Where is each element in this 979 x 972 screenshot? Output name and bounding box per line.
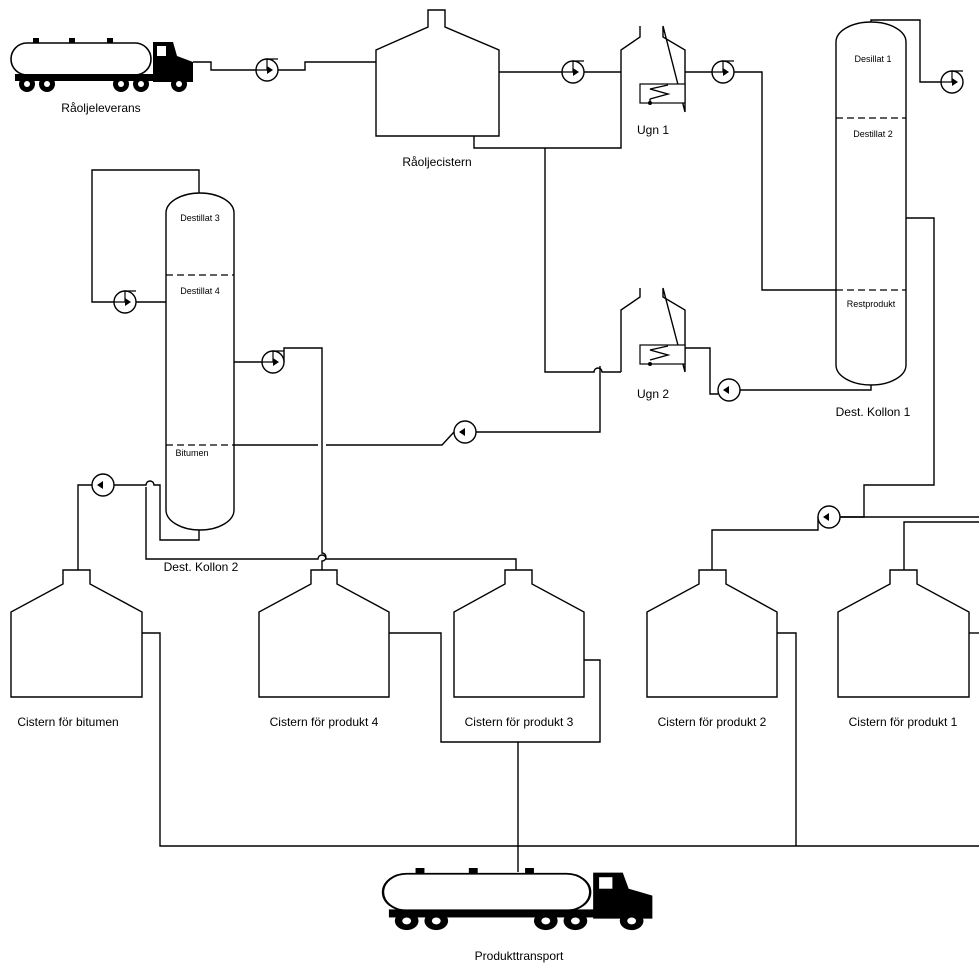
tank-product-4-label: Cistern för produkt 4 <box>270 715 379 729</box>
tank-product-2 <box>646 569 778 698</box>
pipes <box>77 19 979 872</box>
tank-bitumen <box>10 569 143 698</box>
crude-delivery-label: Råoljeleverans <box>61 101 140 115</box>
column-1-mid-label: Destillat 2 <box>853 129 893 139</box>
pump-icon <box>453 420 477 444</box>
product-transport-label: Produkttransport <box>475 949 564 963</box>
furnace-1 <box>620 25 686 113</box>
pump-icon <box>711 60 735 84</box>
column-2-top-label: Destillat 3 <box>180 213 220 223</box>
distillation-column-1 <box>835 21 907 386</box>
column-1-bottom-label: Restprodukt <box>847 299 896 309</box>
furnace-1-label: Ugn 1 <box>637 123 669 137</box>
tank-product-2-label: Cistern för produkt 2 <box>658 715 767 729</box>
tank-bitumen-label: Cistern för bitumen <box>17 715 118 729</box>
tank-product-1 <box>837 569 970 698</box>
pump-icon <box>817 505 841 529</box>
tank-product-3 <box>453 569 585 698</box>
crude-tank-label: Råoljecistern <box>402 155 471 169</box>
furnace-2 <box>620 287 686 373</box>
pump-icon <box>261 350 285 374</box>
tanker-truck-icon <box>10 37 194 93</box>
pump-icon <box>717 378 741 402</box>
distillation-column-2 <box>165 192 235 531</box>
tank-product-3-label: Cistern för produkt 3 <box>465 715 574 729</box>
crude-oil-tank <box>375 9 500 137</box>
column-2-label: Dest. Kollon 2 <box>164 560 239 574</box>
column-1-top-label: Desillat 1 <box>854 54 891 64</box>
furnace-2-label: Ugn 2 <box>637 387 669 401</box>
pump-icon <box>91 473 115 497</box>
pump-icon <box>113 290 137 314</box>
pump-icon <box>561 60 585 84</box>
pump-icon <box>940 70 964 94</box>
tank-product-1-label: Cistern för produkt 1 <box>849 715 958 729</box>
pump-icon <box>255 58 279 82</box>
column-2-bottom-label: Bitumen <box>175 448 208 458</box>
column-2-mid-label: Destillat 4 <box>180 286 220 296</box>
tanker-truck-icon <box>381 866 654 932</box>
tank-product-4 <box>258 569 390 698</box>
column-1-label: Dest. Kollon 1 <box>836 405 911 419</box>
